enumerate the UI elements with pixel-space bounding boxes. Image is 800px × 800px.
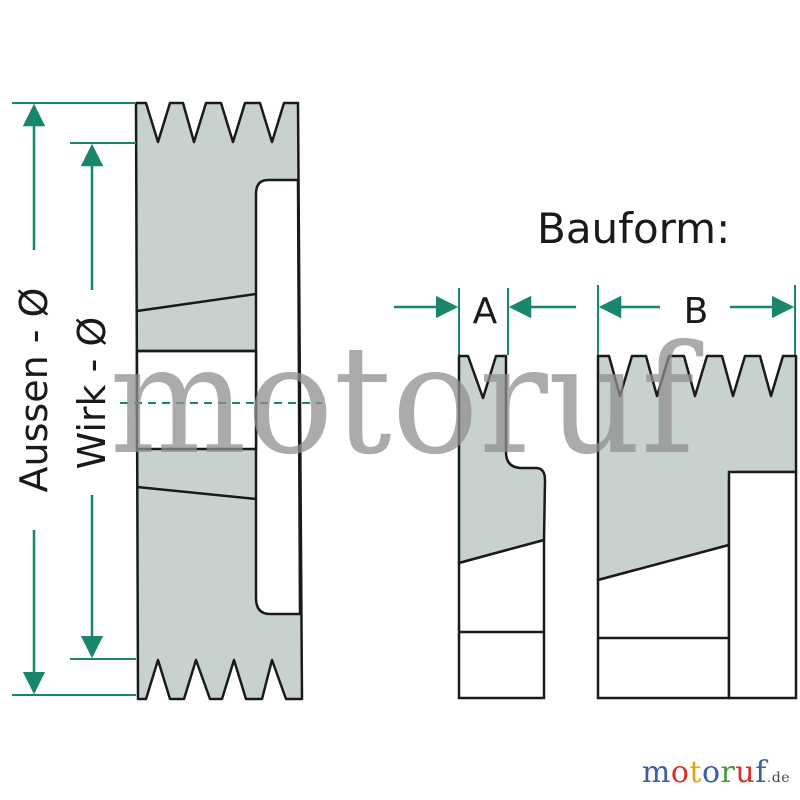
brand-logo: motoruf.de <box>642 755 790 790</box>
slant-line-bottom <box>136 485 257 501</box>
watermark-text: motoruf <box>110 314 704 488</box>
hub-recess <box>254 178 302 616</box>
wirk-label: Wirk - Ø <box>70 317 114 470</box>
dimension-wirk: Wirk - Ø <box>70 142 136 660</box>
bauform-b-label: B <box>684 291 709 332</box>
main-pulley-section <box>120 101 322 701</box>
bauform-a-section: A <box>394 288 576 700</box>
bauform-heading: Bauform: <box>537 204 730 253</box>
brand-letter: t <box>689 755 702 790</box>
bauform-a-lower <box>457 538 546 700</box>
brand-letter: f <box>755 755 767 790</box>
brand-letter: o <box>670 755 690 790</box>
brand-letter: r <box>720 755 736 790</box>
bauform-b-hub <box>727 470 798 700</box>
slant-line-top <box>136 292 257 313</box>
dimension-aussen: Aussen - Ø <box>12 102 136 696</box>
aussen-label: Aussen - Ø <box>12 288 56 493</box>
bauform-a-profile <box>457 354 547 565</box>
brand-letter: u <box>735 755 756 790</box>
brand-tld: de <box>771 770 790 786</box>
bauform-b-section: B <box>596 285 798 700</box>
bauform-a-label: A <box>473 291 498 332</box>
brand-letter: o <box>701 755 721 790</box>
brand-dot: . <box>766 770 772 786</box>
brand-letter: m <box>641 755 671 790</box>
bore <box>135 349 258 451</box>
